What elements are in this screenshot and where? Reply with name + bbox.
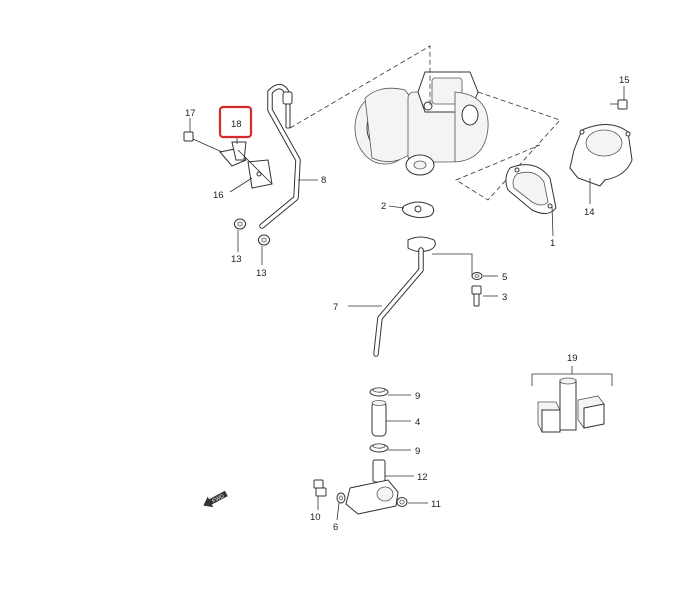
hose-part-4[interactable] bbox=[371, 400, 387, 437]
reference-line-top bbox=[289, 45, 431, 129]
callout-18: 18 bbox=[231, 119, 242, 130]
gasket-part-6[interactable] bbox=[336, 492, 346, 504]
oil-feed-pipe-part-8[interactable] bbox=[259, 84, 301, 229]
callout-14: 14 bbox=[584, 207, 595, 218]
bolt-part-17[interactable] bbox=[183, 131, 223, 153]
turbocharger[interactable] bbox=[354, 71, 489, 176]
bolt-part-15[interactable] bbox=[610, 99, 628, 110]
callout-2: 2 bbox=[381, 201, 386, 212]
callout-9-a: 9 bbox=[415, 391, 420, 402]
callout-7: 7 bbox=[333, 302, 338, 313]
callout-6: 6 bbox=[333, 522, 338, 533]
callout-17: 17 bbox=[185, 108, 196, 119]
hose-clamp-part-9-lower[interactable] bbox=[369, 443, 389, 453]
o-ring-part-11[interactable] bbox=[396, 497, 408, 507]
callout-19: 19 bbox=[567, 353, 578, 364]
callout-13-a: 13 bbox=[231, 254, 242, 265]
reference-line-bolt bbox=[432, 253, 473, 276]
callout-12: 12 bbox=[417, 472, 428, 483]
callout-5: 5 bbox=[502, 272, 507, 283]
gasket-part-2[interactable] bbox=[401, 201, 435, 219]
washer-part-13-b[interactable] bbox=[258, 234, 270, 246]
direction-marker-text: FWD bbox=[211, 493, 225, 504]
callout-1: 1 bbox=[550, 238, 555, 249]
hose-clamp-part-9-upper[interactable] bbox=[369, 387, 389, 397]
washer-part-5[interactable] bbox=[471, 272, 483, 280]
callout-4: 4 bbox=[415, 417, 420, 428]
callout-18-highlight-box bbox=[218, 105, 253, 139]
callout-11: 11 bbox=[431, 499, 441, 510]
oil-return-pipe-part-7[interactable] bbox=[373, 236, 436, 357]
callout-9-b: 9 bbox=[415, 446, 420, 457]
bolt-part-10[interactable] bbox=[313, 479, 327, 497]
callout-13-b: 13 bbox=[256, 268, 267, 279]
callout-10: 10 bbox=[310, 512, 321, 523]
bolt-part-3[interactable] bbox=[471, 285, 482, 307]
callout-16: 16 bbox=[213, 190, 224, 201]
union-fitting-part-12[interactable] bbox=[345, 459, 399, 515]
direction-arrow-icon: FWD bbox=[203, 490, 228, 508]
callout-15: 15 bbox=[619, 75, 630, 86]
callout-3: 3 bbox=[502, 292, 507, 303]
washer-part-13-a[interactable] bbox=[234, 218, 246, 230]
exhaust-elbow-part-14[interactable] bbox=[569, 124, 633, 187]
callout-8: 8 bbox=[321, 175, 326, 186]
gasket-kit-part-19[interactable] bbox=[531, 366, 613, 433]
gasket-part-1[interactable] bbox=[505, 164, 557, 214]
reference-line-right bbox=[455, 91, 561, 201]
